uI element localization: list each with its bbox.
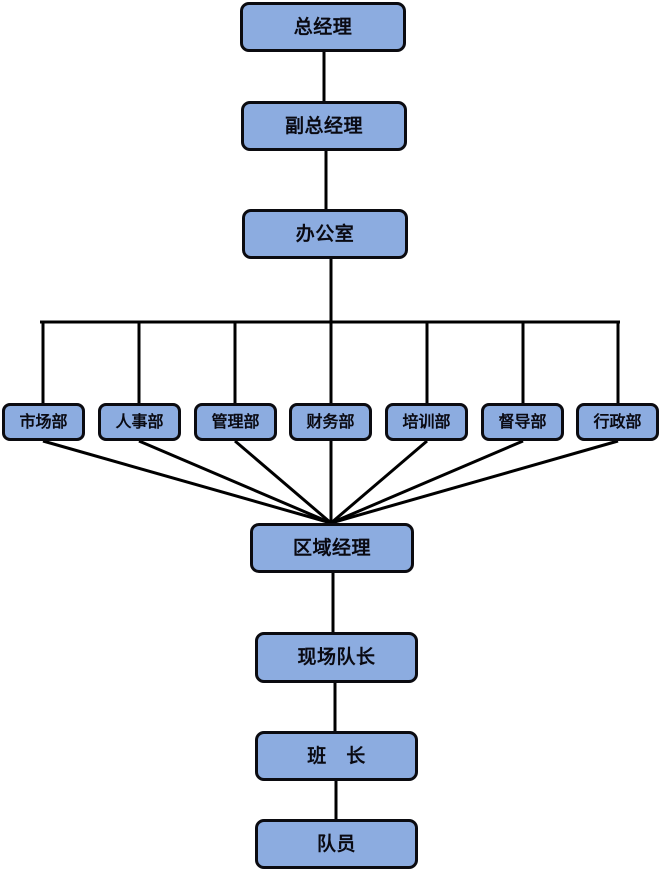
connector-converge — [42, 439, 332, 525]
connector-converge — [138, 439, 332, 525]
node-department-label: 人事部 — [115, 412, 164, 431]
node-site-captain-label: 现场队长 — [297, 646, 376, 668]
node-department[interactable]: 督导部 — [481, 403, 564, 441]
node-team-leader[interactable]: 班 长 — [255, 731, 418, 781]
node-office-label: 办公室 — [295, 222, 355, 245]
node-office[interactable]: 办公室 — [242, 209, 408, 259]
node-department-label: 管理部 — [211, 412, 260, 431]
node-team-leader-label: 班 长 — [307, 744, 366, 767]
node-department-label: 培训部 — [402, 412, 451, 431]
node-department[interactable]: 培训部 — [385, 403, 468, 441]
node-general-manager-label: 总经理 — [293, 15, 353, 38]
connector-converge — [330, 439, 524, 525]
node-department-label: 财务部 — [306, 412, 355, 431]
node-deputy-general-manager-label: 副总经理 — [284, 114, 363, 137]
node-department[interactable]: 人事部 — [98, 403, 181, 441]
node-department-label: 督导部 — [498, 412, 547, 431]
node-department[interactable]: 财务部 — [289, 403, 372, 441]
node-general-manager[interactable]: 总经理 — [240, 2, 406, 52]
node-department[interactable]: 市场部 — [2, 403, 85, 441]
node-department[interactable]: 管理部 — [194, 403, 277, 441]
connector-converge — [234, 439, 332, 525]
node-department[interactable]: 行政部 — [576, 403, 659, 441]
node-department-label: 行政部 — [593, 412, 642, 431]
connector-converge — [330, 439, 619, 525]
connector-converge — [330, 439, 428, 525]
node-deputy-general-manager[interactable]: 副总经理 — [241, 101, 407, 151]
node-regional-manager[interactable]: 区域经理 — [250, 523, 414, 573]
node-team-member[interactable]: 队员 — [255, 819, 418, 869]
node-regional-manager-label: 区域经理 — [292, 536, 371, 559]
node-team-member-label: 队员 — [316, 832, 356, 855]
node-department-label: 市场部 — [19, 412, 68, 431]
node-site-captain[interactable]: 现场队长 — [255, 632, 418, 683]
